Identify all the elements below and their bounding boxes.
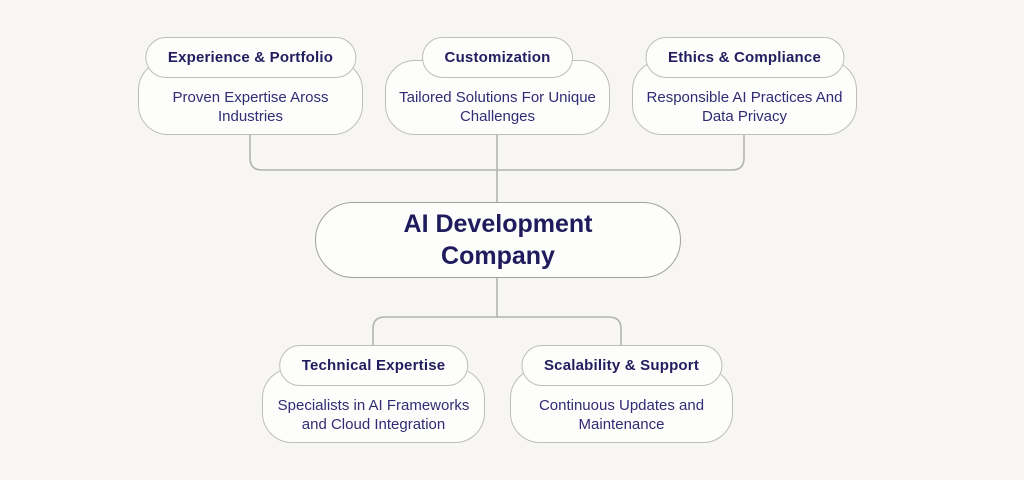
node-scalability-support-title: Scalability & Support	[520, 345, 723, 386]
node-technical-expertise: Technical Expertise Specialists in AI Fr…	[262, 345, 485, 443]
node-ai-development-company: AI Development Company	[315, 202, 681, 278]
node-experience-portfolio-body: Proven Expertise Aross Industries	[172, 89, 329, 126]
node-experience-portfolio-title: Experience & Portfolio	[144, 37, 357, 78]
node-technical-expertise-body: Specialists in AI Frameworks and Cloud I…	[277, 397, 470, 434]
node-ethics-compliance-title: Ethics & Compliance	[644, 37, 845, 78]
node-ai-development-company-title: AI Development Company	[403, 209, 593, 271]
node-ethics-compliance-body: Responsible AI Practices And Data Privac…	[646, 89, 843, 126]
node-customization: Customization Tailored Solutions For Uni…	[385, 37, 610, 135]
bottom-connector-line	[372, 316, 622, 347]
node-technical-expertise-title: Technical Expertise	[278, 345, 469, 386]
node-scalability-support-body: Continuous Updates and Maintenance	[538, 397, 705, 434]
node-experience-portfolio: Experience & Portfolio Proven Expertise …	[138, 37, 363, 135]
node-customization-body: Tailored Solutions For Unique Challenges	[399, 89, 596, 126]
node-scalability-support: Scalability & Support Continuous Updates…	[510, 345, 733, 443]
node-customization-title: Customization	[421, 37, 574, 78]
node-ethics-compliance: Ethics & Compliance Responsible AI Pract…	[632, 37, 857, 135]
